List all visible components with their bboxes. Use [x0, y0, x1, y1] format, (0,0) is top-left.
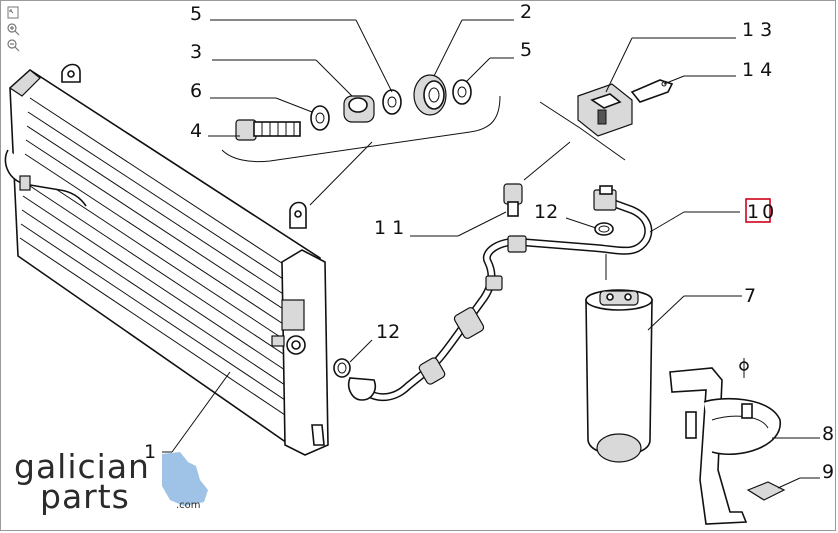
o-ring-part-12-upper[interactable] — [594, 222, 614, 236]
pressure-sensor-part-11[interactable] — [503, 183, 523, 217]
callout-12-lower[interactable]: 12 — [376, 321, 400, 343]
fit-page-icon[interactable] — [6, 6, 22, 20]
pad-part-9[interactable] — [746, 481, 786, 501]
washer-part-6[interactable] — [310, 105, 330, 131]
bolt-part-4[interactable] — [235, 119, 301, 141]
condenser-part-1[interactable] — [4, 63, 329, 456]
callout-9[interactable]: 9 — [822, 461, 834, 483]
ac-hose-part-10[interactable] — [347, 185, 653, 402]
callout-5-right[interactable]: 5 — [520, 39, 532, 61]
sleeve-part-3[interactable] — [343, 95, 375, 123]
washer-part-5-left[interactable] — [382, 89, 402, 115]
zoom-in-icon[interactable] — [6, 22, 22, 36]
callout-4[interactable]: 4 — [190, 120, 202, 142]
bracket-part-8[interactable] — [669, 358, 781, 525]
galicia-map-icon — [162, 452, 208, 506]
brand-name-line1: galician — [14, 450, 150, 486]
callout-3[interactable]: 3 — [190, 41, 202, 63]
callout-5-top[interactable]: 5 — [190, 3, 202, 25]
callout-10[interactable]: 10 — [747, 201, 777, 223]
callout-12-upper[interactable]: 12 — [534, 201, 558, 223]
callout-1[interactable]: 1 — [144, 441, 156, 463]
callout-6[interactable]: 6 — [190, 80, 202, 102]
highlight-box — [745, 198, 771, 223]
pressure-switch-group — [523, 79, 674, 181]
galicianparts-logo: galician parts .com — [14, 450, 208, 516]
receiver-drier-part-7[interactable] — [585, 289, 653, 463]
brand-domain: .com — [176, 500, 201, 511]
fitting-kit-group — [221, 74, 501, 206]
callout-labels: 5 3 6 4 2 5 13 14 10 11 12 7 12 8 9 1 — [144, 1, 834, 483]
washer-part-5-right[interactable] — [452, 79, 472, 105]
callout-8[interactable]: 8 — [822, 423, 834, 445]
o-ring-part-12-lower[interactable] — [333, 358, 351, 378]
zoom-out-icon[interactable] — [6, 38, 22, 52]
callout-13[interactable]: 13 — [742, 19, 778, 41]
callout-7[interactable]: 7 — [744, 285, 756, 307]
callout-14[interactable]: 14 — [742, 59, 778, 81]
callout-2[interactable]: 2 — [520, 1, 532, 23]
brand-name-line2: parts — [40, 477, 130, 516]
leader-lines — [162, 19, 820, 489]
callout-11[interactable]: 11 — [374, 217, 410, 239]
grommet-part-2[interactable] — [413, 74, 447, 116]
terminal-part-14[interactable] — [630, 79, 674, 103]
zoom-toolbar — [6, 6, 24, 54]
connector-block-part-13[interactable] — [577, 83, 633, 137]
